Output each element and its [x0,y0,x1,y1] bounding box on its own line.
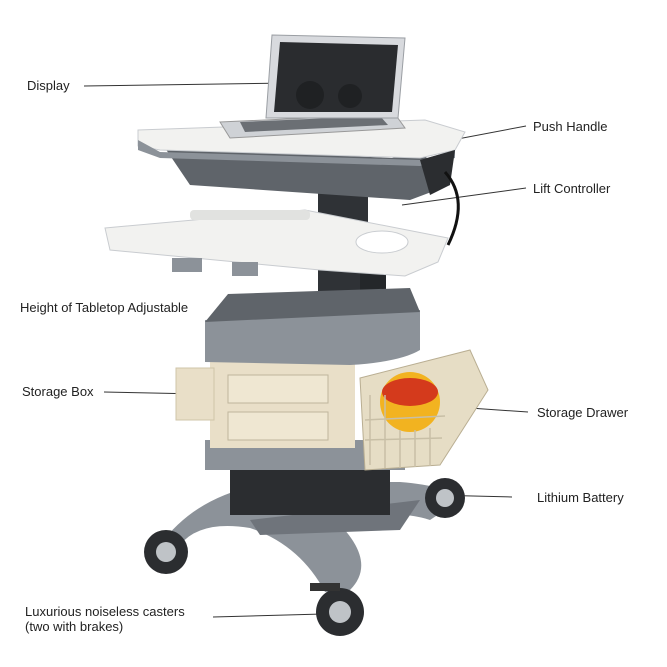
label-casters-line1: Luxurious noiseless casters [25,604,185,619]
label-casters-line2: (two with brakes) [25,619,124,634]
label-lift-controller: Lift Controller [533,181,611,196]
laptop [219,34,406,139]
label-storage-box: Storage Box [22,384,94,399]
label-lithium-battery: Lithium Battery [537,490,624,505]
base [160,455,460,592]
label-storage-drawer: Storage Drawer [537,405,629,420]
label-height-adjustable: Height of Tabletop Adjustable [20,300,189,315]
storage-basket [359,349,489,471]
tabletop [137,119,466,246]
label-push-handle: Push Handle [533,119,608,134]
casters [144,478,465,636]
label-display: Display [27,78,70,93]
label-casters: Luxurious noiseless casters (two with br… [25,604,185,634]
keyboard-tray [104,209,449,277]
